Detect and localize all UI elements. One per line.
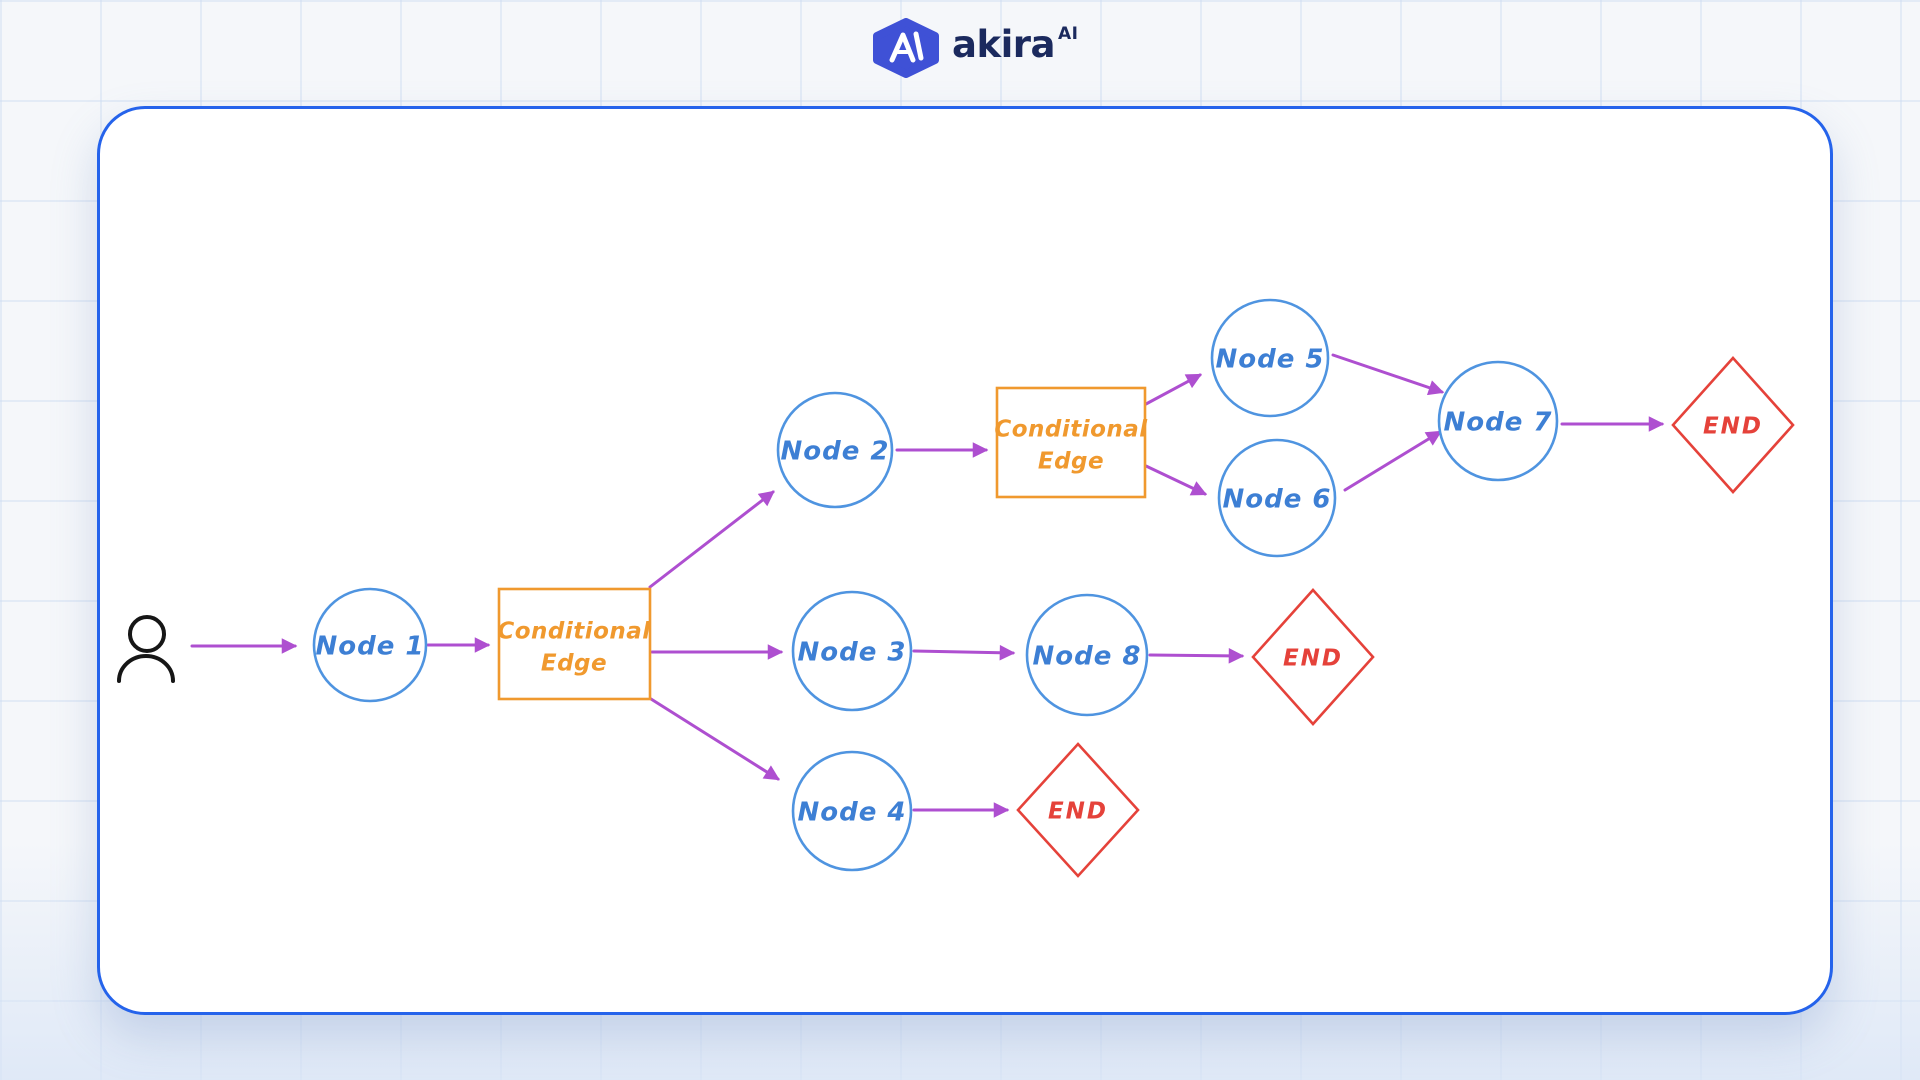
arrow-cond2-to-node5 [1144,373,1203,406]
node-4: Node 4 [791,750,913,872]
arrow-cond1-to-node4 [649,697,780,781]
end-terminal-2-label: END [1283,646,1343,672]
node-8: Node 8 [1025,593,1149,717]
node-3: Node 3 [791,590,913,712]
akira-hexagon-icon [873,18,939,78]
arrow-node3-to-node8 [912,644,1016,661]
node-8-label: Node 8 [1032,642,1141,672]
conditional-edge-1-line1: Conditional [497,619,651,645]
node-6: Node 6 [1217,438,1337,558]
arrow-node8-to-end2 [1148,648,1245,664]
conditional-edge-1: Conditional Edge [497,587,652,701]
node-6-label: Node 6 [1222,485,1331,515]
node-2-label: Node 2 [780,437,889,467]
node-4-label: Node 4 [797,798,906,828]
diagram-canvas [97,106,1833,1015]
arrow-cond2-to-node6 [1144,464,1208,496]
conditional-edge-2-line1: Conditional [994,417,1148,443]
brand-logo: akira AI [872,18,1078,82]
conditional-edge-2-line2: Edge [1038,449,1104,475]
node-7: Node 7 [1437,360,1559,482]
conditional-edge-2: Conditional Edge [994,386,1148,499]
end-terminal-3-label: END [1048,799,1108,825]
node-1-label: Node 1 [315,632,424,662]
end-terminal-1: END [1671,356,1795,494]
end-terminal-3: END [1016,742,1140,878]
arrow-node6-to-node7 [1343,430,1442,492]
brand-name: akira [952,23,1055,66]
flow-arrows [190,353,1665,818]
brand-superscript: AI [1057,24,1079,44]
node-5-label: Node 5 [1215,345,1324,375]
conditional-edge-1-line2: Edge [541,651,607,677]
person-icon [117,615,175,683]
end-terminal-2: END [1251,588,1375,726]
node-1: Node 1 [312,587,428,703]
node-7-label: Node 7 [1443,408,1552,438]
node-5: Node 5 [1210,298,1330,418]
arrow-cond1-to-node2 [648,490,775,589]
arrow-node5-to-node7 [1331,353,1445,396]
node-2: Node 2 [776,391,894,509]
end-terminal-1-label: END [1703,414,1763,440]
node-3-label: Node 3 [797,638,906,668]
